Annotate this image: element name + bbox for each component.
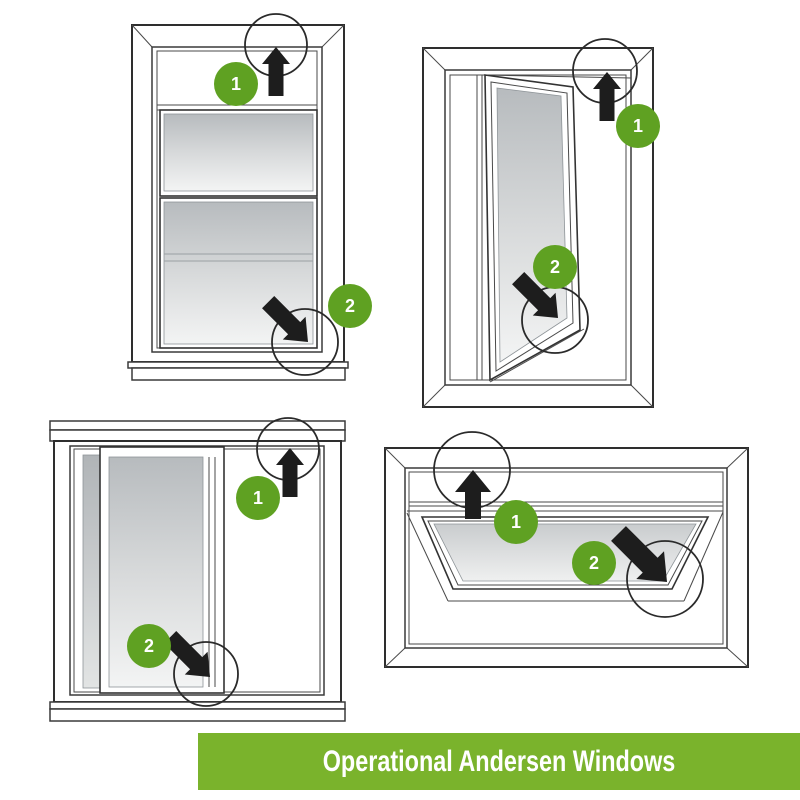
sash-inner-line bbox=[427, 520, 703, 586]
badge-casement-step-2: 2 bbox=[533, 245, 577, 289]
push-open-arrow-icon bbox=[611, 526, 667, 582]
step-2-circle bbox=[626, 540, 704, 618]
badge-awning-step-1: 1 bbox=[494, 500, 538, 544]
sash-inner-line bbox=[490, 81, 574, 372]
step-2-circle bbox=[271, 308, 339, 376]
badge-gliding-step-1: 1 bbox=[236, 476, 280, 520]
badge-gliding-step-2: 2 bbox=[127, 624, 171, 668]
miter-line bbox=[384, 647, 406, 668]
slide-arrow-icon bbox=[164, 631, 210, 677]
frame-stop bbox=[449, 74, 627, 381]
glass-pane bbox=[496, 87, 568, 363]
banner-title: Operational Andersen Windows bbox=[322, 744, 676, 778]
awning-window bbox=[384, 431, 749, 668]
miter-line bbox=[726, 447, 749, 469]
upper-glass-pane bbox=[163, 113, 314, 192]
sill-base bbox=[49, 708, 346, 722]
unlock-up-arrow-icon bbox=[455, 470, 491, 519]
miter-line bbox=[384, 447, 406, 469]
step-2-circle bbox=[173, 641, 239, 707]
head-trim-fascia bbox=[49, 429, 346, 442]
miter-line bbox=[630, 47, 654, 71]
gliding-window bbox=[49, 417, 346, 722]
head-trim-cap bbox=[49, 420, 346, 431]
unlock-up-arrow-icon bbox=[276, 448, 304, 497]
frame-stop bbox=[408, 471, 724, 645]
sill-base bbox=[131, 367, 346, 381]
swing-path-line bbox=[683, 511, 724, 602]
unlock-up-arrow-icon bbox=[593, 72, 621, 121]
swing-path-line bbox=[489, 328, 585, 383]
badge-double-hung-step-1: 1 bbox=[214, 62, 258, 106]
badge-awning-step-2: 2 bbox=[572, 541, 616, 585]
miter-line bbox=[422, 47, 446, 71]
swing-path-line bbox=[406, 512, 449, 602]
casement-window bbox=[422, 38, 654, 408]
miter-line bbox=[630, 384, 654, 408]
badge-casement-step-1: 1 bbox=[616, 104, 660, 148]
title-banner: Operational Andersen Windows bbox=[198, 733, 800, 790]
miter-line bbox=[422, 384, 446, 408]
sill-ledge bbox=[127, 361, 349, 369]
miter-line bbox=[726, 647, 749, 668]
miter-line bbox=[131, 24, 153, 48]
miter-line bbox=[321, 24, 345, 48]
slide-down-arrow-icon bbox=[262, 296, 308, 342]
badge-double-hung-step-2: 2 bbox=[328, 284, 372, 328]
slide-up-arrow-icon bbox=[262, 47, 290, 96]
crank-open-arrow-icon bbox=[512, 272, 558, 318]
